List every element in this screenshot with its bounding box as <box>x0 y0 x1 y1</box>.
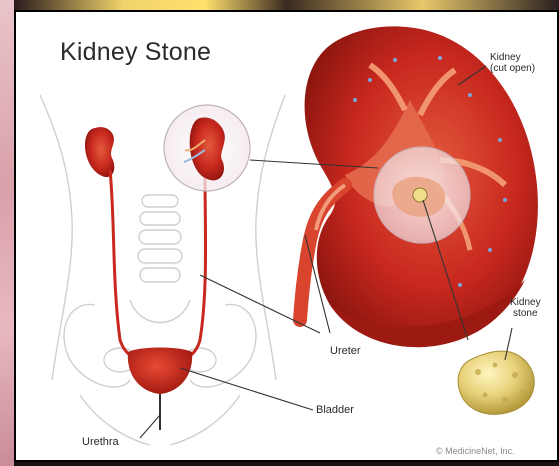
label-kidney-cut-open-line1: Kidney <box>490 52 535 63</box>
small-kidney-stone <box>413 188 427 202</box>
body-kidney-left <box>85 127 114 177</box>
diagram-title: Kidney Stone <box>60 38 211 67</box>
label-kidney-cut-open: Kidney (cut open) <box>490 52 535 74</box>
label-kidney-stone-line1: Kidney <box>510 297 541 308</box>
copyright-text: © MedicineNet, Inc. <box>436 446 515 456</box>
label-kidney-stone-line2: stone <box>510 308 541 319</box>
label-ureter: Ureter <box>330 345 361 357</box>
body-ureter-right <box>176 175 206 360</box>
kidney-stone-large <box>458 351 534 414</box>
label-kidney-cut-open-line2: (cut open) <box>490 63 535 74</box>
label-urethra: Urethra <box>82 436 119 448</box>
body-ureter-left <box>110 170 145 360</box>
bladder-shape <box>128 348 192 395</box>
label-bladder: Bladder <box>316 404 354 416</box>
label-kidney-stone: Kidney stone <box>510 297 541 319</box>
